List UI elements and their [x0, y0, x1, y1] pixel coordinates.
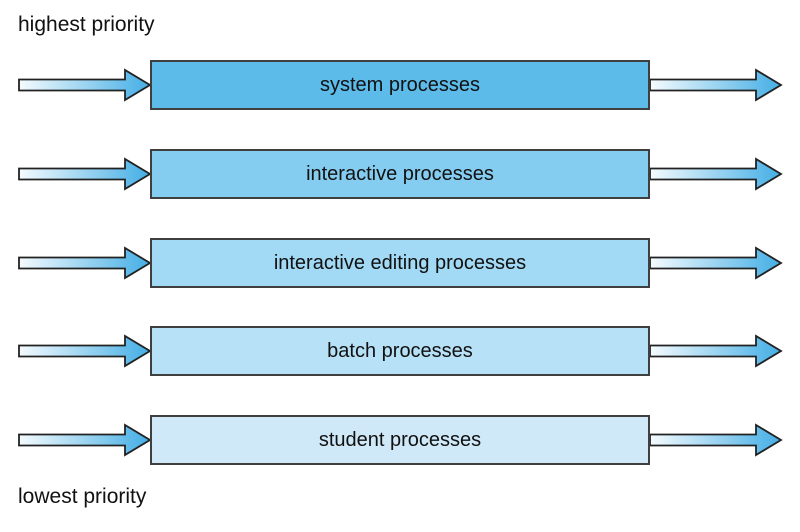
queue-row-interactive: interactive processes: [18, 149, 783, 199]
incoming-arrow-icon: [18, 157, 152, 191]
incoming-arrow-icon: [18, 334, 152, 368]
outgoing-arrow-icon: [649, 157, 783, 191]
outgoing-arrow-icon: [649, 423, 783, 457]
outgoing-arrow-icon: [649, 68, 783, 102]
queue-box: batch processes: [150, 326, 650, 376]
queue-row-system: system processes: [18, 60, 783, 110]
queue-label: interactive processes: [306, 162, 494, 185]
queue-row-batch: batch processes: [18, 326, 783, 376]
incoming-arrow-icon: [18, 246, 152, 280]
queue-box: interactive processes: [150, 149, 650, 199]
queue-row-student: student processes: [18, 415, 783, 465]
incoming-arrow-icon: [18, 423, 152, 457]
outgoing-arrow-icon: [649, 334, 783, 368]
queue-box: system processes: [150, 60, 650, 110]
queue-label: system processes: [319, 73, 481, 96]
queue-row-interactive-editing: interactive editing processes: [18, 238, 783, 288]
outgoing-arrow-icon: [649, 246, 783, 280]
incoming-arrow-icon: [18, 68, 152, 102]
queue-label: student processes: [318, 428, 482, 451]
queue-label: batch processes: [327, 339, 473, 362]
queue-label: interactive editing processes: [273, 251, 527, 274]
queue-box: interactive editing processes: [150, 238, 650, 288]
queue-box: student processes: [150, 415, 650, 465]
lowest-priority-label: lowest priority: [18, 485, 147, 508]
highest-priority-label: highest priority: [18, 13, 155, 36]
